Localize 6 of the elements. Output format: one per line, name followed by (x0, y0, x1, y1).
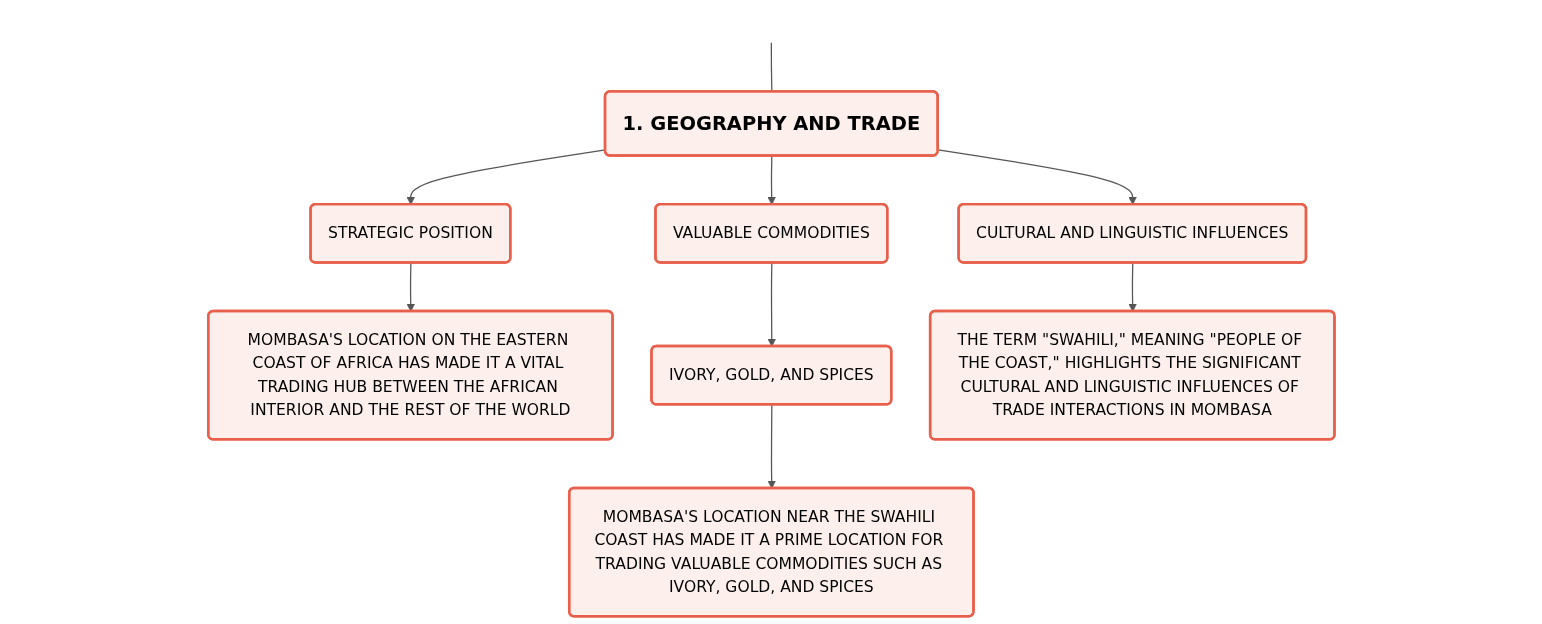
arrow (767, 262, 776, 347)
arrow (1128, 262, 1137, 312)
arrow (767, 155, 776, 205)
arrow (406, 262, 415, 312)
arrow (937, 149, 1137, 205)
arrow (406, 149, 606, 205)
